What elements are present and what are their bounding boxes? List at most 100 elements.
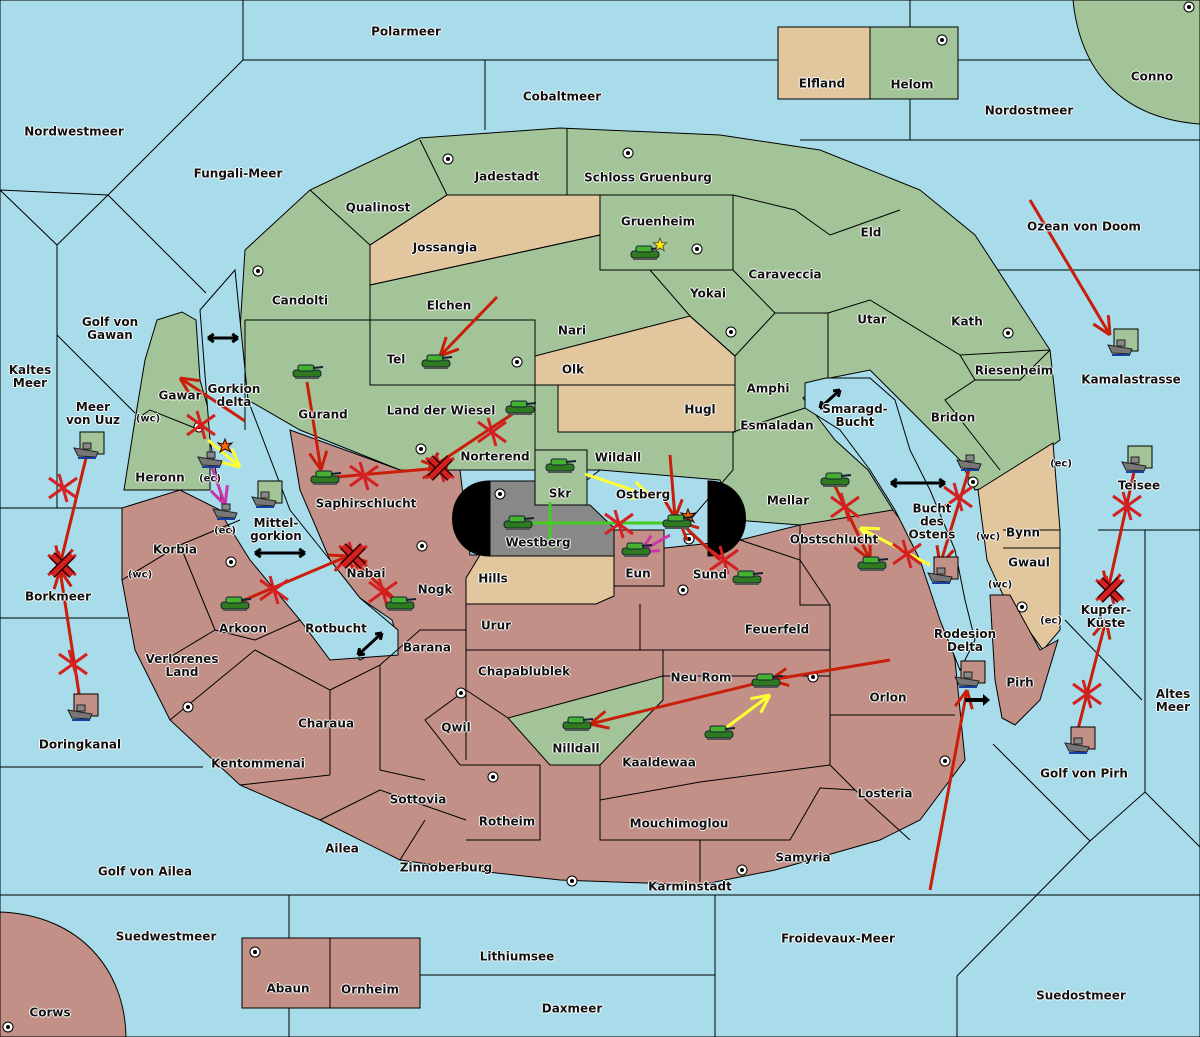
failed-order-icon bbox=[48, 473, 78, 503]
army-tank-icon[interactable] bbox=[562, 716, 594, 731]
region-hugl[interactable] bbox=[557, 384, 736, 433]
failed-order-icon bbox=[830, 492, 860, 522]
fleet-ship-icon[interactable] bbox=[1121, 445, 1153, 473]
fleet-ship-icon[interactable] bbox=[927, 556, 959, 584]
army-tank-icon[interactable] bbox=[505, 400, 537, 415]
sea-border bbox=[1144, 791, 1200, 848]
army-tank-icon[interactable] bbox=[732, 570, 764, 585]
supply-center-icon bbox=[487, 771, 499, 783]
supply-center-icon bbox=[936, 34, 948, 46]
move-order-arrow bbox=[438, 295, 499, 358]
region-bynn-gwaul[interactable] bbox=[977, 442, 1061, 651]
double-arrow-icon bbox=[818, 388, 842, 410]
region-conno[interactable] bbox=[1072, 0, 1200, 125]
fleet-ship-icon[interactable] bbox=[197, 451, 223, 468]
army-tank-icon[interactable] bbox=[503, 515, 535, 530]
failed-order-icon bbox=[892, 539, 922, 569]
coast-tag: (wc) bbox=[127, 569, 153, 581]
double-arrow-icon bbox=[890, 477, 946, 489]
sea-border bbox=[1064, 619, 1143, 701]
supply-center-icon bbox=[442, 153, 454, 165]
double-arrow-icon bbox=[356, 631, 384, 657]
army-tank-icon[interactable] bbox=[662, 514, 694, 529]
region-pirh[interactable] bbox=[989, 594, 1059, 726]
double-arrow-icon bbox=[207, 332, 239, 344]
failed-order-icon bbox=[604, 509, 634, 539]
army-tank-icon[interactable] bbox=[220, 596, 252, 611]
coast-tag: (wc) bbox=[987, 579, 1013, 591]
bounce-x-icon bbox=[1097, 577, 1123, 603]
supply-center-icon bbox=[2, 1021, 14, 1033]
region-corws[interactable] bbox=[0, 911, 127, 1037]
explosion-icon bbox=[216, 437, 234, 454]
support-order-arrow bbox=[207, 438, 242, 469]
failed-order-icon bbox=[259, 575, 289, 605]
failed-order-icon bbox=[709, 545, 739, 575]
sea-border bbox=[0, 189, 58, 246]
move-order-arrow bbox=[178, 376, 246, 423]
impassable-cap-west bbox=[452, 480, 491, 557]
sea-border bbox=[56, 194, 109, 246]
supply-center-icon bbox=[1002, 327, 1014, 339]
army-tank-icon[interactable] bbox=[621, 542, 653, 557]
region-hills[interactable] bbox=[465, 554, 615, 605]
fleet-ship-icon[interactable] bbox=[954, 660, 986, 688]
coast-tag: (wc) bbox=[135, 413, 161, 425]
support-order-arrow bbox=[584, 472, 652, 500]
move-order-arrow bbox=[589, 679, 767, 730]
sea-border bbox=[956, 840, 1091, 977]
region-elfland[interactable] bbox=[777, 26, 871, 100]
supply-center-icon bbox=[494, 488, 506, 500]
failed-order-icon bbox=[186, 410, 216, 440]
coast-tag: (ec) bbox=[199, 473, 221, 485]
army-tank-icon[interactable] bbox=[751, 673, 783, 688]
supply-center-icon bbox=[249, 946, 261, 958]
supply-center-icon bbox=[225, 556, 237, 568]
sea-border bbox=[992, 743, 1091, 842]
coast-tag: (ec) bbox=[1050, 458, 1072, 470]
fleet-ship-icon[interactable] bbox=[67, 693, 99, 721]
army-tank-icon[interactable] bbox=[421, 354, 453, 369]
army-tank-icon[interactable] bbox=[292, 364, 324, 379]
sea-border bbox=[56, 334, 136, 414]
supply-center-icon bbox=[252, 265, 264, 277]
coast-tag: (wc) bbox=[975, 531, 1001, 543]
fleet-ship-icon[interactable] bbox=[73, 431, 105, 459]
bounce-x-icon bbox=[49, 552, 75, 578]
move-order-arrow bbox=[305, 381, 329, 471]
supply-center-icon bbox=[455, 687, 467, 699]
supply-center-icon bbox=[182, 701, 194, 713]
sea-border bbox=[107, 194, 207, 294]
failed-order-icon bbox=[943, 482, 973, 512]
failed-order-icon bbox=[58, 649, 88, 679]
region-smaragd-bucht[interactable] bbox=[804, 377, 976, 672]
region-olk[interactable] bbox=[534, 315, 736, 386]
army-tank-icon[interactable] bbox=[545, 458, 577, 473]
double-arrow-icon bbox=[254, 547, 306, 559]
failed-order-icon bbox=[1112, 491, 1142, 521]
army-tank-icon[interactable] bbox=[820, 472, 852, 487]
fleet-ship-icon[interactable] bbox=[956, 454, 982, 471]
fleet-ship-icon[interactable] bbox=[212, 503, 238, 520]
region-eun[interactable] bbox=[613, 529, 665, 587]
supply-center-icon bbox=[1183, 1, 1195, 13]
army-tank-icon[interactable] bbox=[704, 725, 736, 740]
retreat-arrow-icon bbox=[965, 694, 990, 706]
army-tank-icon[interactable] bbox=[857, 556, 889, 571]
convoy-order-arrow bbox=[209, 466, 229, 507]
fleet-ship-icon[interactable] bbox=[1107, 328, 1139, 356]
supply-center-icon bbox=[736, 864, 748, 876]
coast-tag: (ec) bbox=[1040, 615, 1062, 627]
move-order-arrow bbox=[1075, 619, 1112, 734]
fleet-ship-icon[interactable] bbox=[251, 480, 283, 508]
region-ornheim[interactable] bbox=[329, 937, 421, 1009]
sea-border bbox=[107, 59, 244, 196]
army-tank-icon[interactable] bbox=[310, 470, 342, 485]
army-tank-icon[interactable] bbox=[385, 596, 417, 611]
supply-center-icon bbox=[566, 875, 578, 887]
supply-center-icon bbox=[939, 755, 951, 767]
region-skr[interactable] bbox=[534, 449, 588, 506]
bounce-x-icon bbox=[427, 455, 453, 481]
fleet-ship-icon[interactable] bbox=[1064, 726, 1096, 754]
